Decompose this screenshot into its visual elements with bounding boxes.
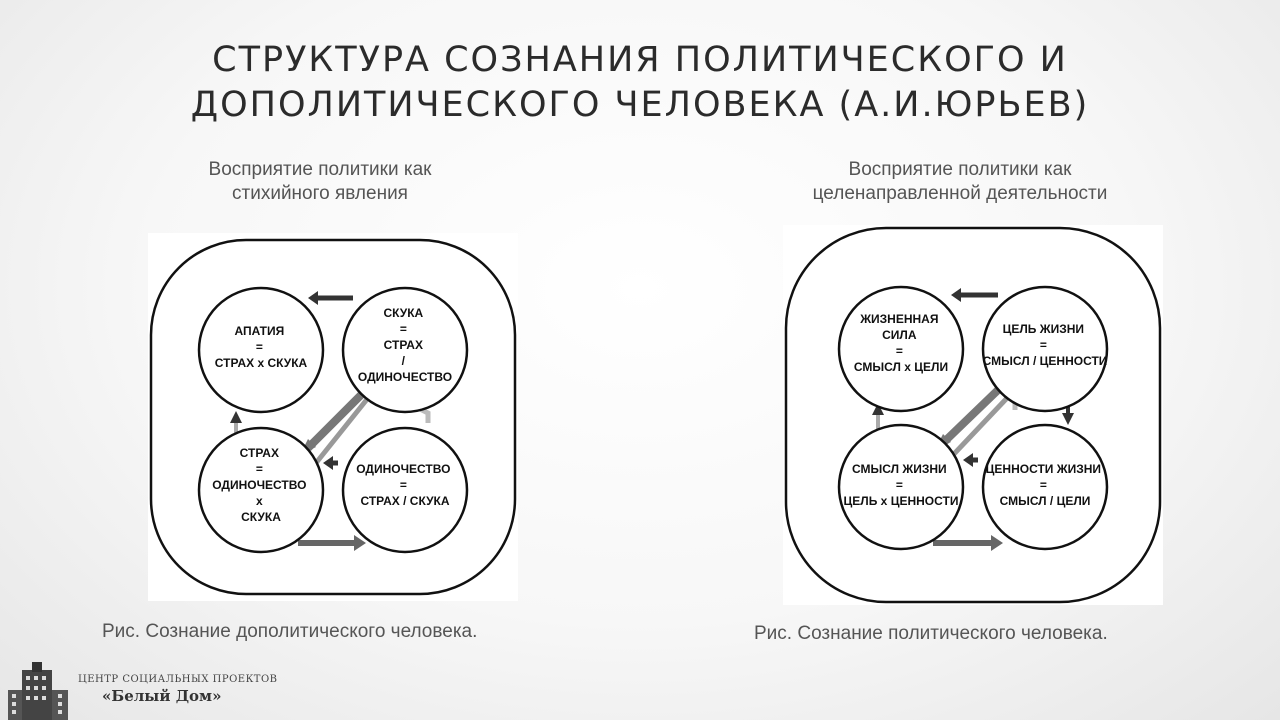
right-arrow-diag2 [951, 395, 1010, 457]
left-bl-line-2: = [256, 462, 263, 476]
right-diagram-svg: ЖИЗНЕННАЯ СИЛА = СМЫСЛ х ЦЕЛИ ЦЕЛЬ ЖИЗНИ… [784, 226, 1162, 604]
right-circle-tl-text: ЖИЗНЕННАЯ СИЛА = СМЫСЛ х ЦЕЛИ [854, 312, 948, 374]
right-circle-bl [837, 423, 965, 551]
title-line-2: ДОПОЛИТИЧЕСКОГО ЧЕЛОВЕКА (А.И.ЮРЬЕВ) [190, 85, 1090, 125]
left-tl-line-3: СТРАХ х СКУКА [215, 356, 308, 370]
page-title: СТРУКТУРА СОЗНАНИЯ ПОЛИТИЧЕСКОГО И ДОПОЛ… [140, 38, 1140, 128]
logo-line-2: «Белый Дом» [102, 687, 222, 705]
left-arrow-diag1 [305, 390, 366, 451]
left-br-line-3: СТРАХ / СКУКА [360, 494, 449, 508]
right-tr-line-2: = [1040, 338, 1047, 352]
left-bl-line-1: СТРАХ [240, 446, 279, 460]
left-circle-tl [197, 286, 325, 414]
left-circle-bl-text: СТРАХ = ОДИНОЧЕСТВО х СКУКА [212, 446, 310, 524]
left-br-line-1: ОДИНОЧЕСТВО [356, 462, 450, 476]
title-line-1: СТРУКТУРА СОЗНАНИЯ ПОЛИТИЧЕСКОГО И [212, 40, 1068, 80]
right-caption: Рис. Сознание политического человека. [754, 623, 1108, 644]
left-tl-line-1: АПАТИЯ [234, 324, 284, 338]
right-subtitle-line-1: Восприятие политики как [848, 159, 1072, 180]
left-diagram-svg: АПАТИЯ = СТРАХ х СКУКА СКУКА = СТРАХ / О… [149, 238, 517, 596]
right-br-line-1: ЦЕННОСТИ ЖИЗНИ [986, 462, 1101, 476]
left-arrow-diag2 [306, 396, 370, 475]
left-tr-line-2: = [400, 322, 407, 336]
left-circle-tr-text: СКУКА = СТРАХ / ОДИНОЧЕСТВО [358, 306, 452, 384]
right-tl-line-3: = [896, 344, 903, 358]
right-circle-br-text: ЦЕННОСТИ ЖИЗНИ = СМЫСЛ / ЦЕЛИ [986, 462, 1105, 508]
left-circle-br-text: ОДИНОЧЕСТВО = СТРАХ / СКУКА [356, 462, 454, 508]
left-br-line-2: = [400, 478, 407, 492]
right-arrow-diag1 [940, 387, 1001, 446]
left-circle-tr [341, 286, 469, 414]
left-subtitle-line-2: стихийного явления [232, 183, 408, 204]
right-tr-line-1: ЦЕЛЬ ЖИЗНИ [1003, 322, 1084, 336]
left-tl-line-2: = [256, 340, 263, 354]
left-circle-bl [197, 426, 325, 554]
left-caption: Рис. Сознание дополитического человека. [102, 621, 478, 642]
right-circle-tl [837, 285, 965, 413]
left-diagram: АПАТИЯ = СТРАХ х СКУКА СКУКА = СТРАХ / О… [148, 233, 518, 601]
right-circle-br [981, 423, 1109, 551]
left-tr-line-4: / [402, 354, 406, 368]
right-bl-line-3: ЦЕЛЬ х ЦЕННОСТИ [844, 494, 959, 508]
left-bl-line-3: ОДИНОЧЕСТВО [212, 478, 306, 492]
right-tl-line-1: ЖИЗНЕННАЯ [859, 312, 938, 326]
left-tr-line-1: СКУКА [383, 306, 423, 320]
right-subtitle: Восприятие политики как целенаправленной… [760, 158, 1160, 206]
left-tr-line-3: СТРАХ [384, 338, 423, 352]
left-bl-line-5: СКУКА [241, 510, 281, 524]
left-subtitle-line-1: Восприятие политики как [208, 159, 432, 180]
right-br-line-2: = [1040, 478, 1047, 492]
left-subtitle: Восприятие политики как стихийного явлен… [160, 158, 480, 206]
logo-line-1: ЦЕНТР СОЦИАЛЬНЫХ ПРОЕКТОВ [78, 674, 278, 685]
left-circle-br [341, 426, 469, 554]
left-tr-line-5: ОДИНОЧЕСТВО [358, 370, 452, 384]
right-bl-line-2: = [896, 478, 903, 492]
left-bl-line-4: х [256, 494, 263, 508]
right-tr-line-3: СМЫСЛ / ЦЕННОСТИ [983, 354, 1108, 368]
right-bl-line-1: СМЫСЛ ЖИЗНИ [852, 462, 947, 476]
logo: ЦЕНТР СОЦИАЛЬНЫХ ПРОЕКТОВ «Белый Дом» [0, 660, 280, 720]
right-diagram: ЖИЗНЕННАЯ СИЛА = СМЫСЛ х ЦЕЛИ ЦЕЛЬ ЖИЗНИ… [783, 225, 1163, 605]
right-circle-tr-text: ЦЕЛЬ ЖИЗНИ = СМЫСЛ / ЦЕННОСТИ [983, 322, 1108, 368]
right-subtitle-line-2: целенаправленной деятельности [812, 183, 1108, 204]
right-circle-tr [981, 285, 1109, 413]
right-br-line-3: СМЫСЛ / ЦЕЛИ [1000, 494, 1091, 508]
right-tl-line-2: СИЛА [882, 328, 917, 342]
left-circle-tl-text: АПАТИЯ = СТРАХ х СКУКА [215, 324, 308, 370]
right-circle-bl-text: СМЫСЛ ЖИЗНИ = ЦЕЛЬ х ЦЕННОСТИ [844, 462, 959, 508]
building-logo-icon [8, 662, 68, 720]
right-tl-line-4: СМЫСЛ х ЦЕЛИ [854, 360, 948, 374]
